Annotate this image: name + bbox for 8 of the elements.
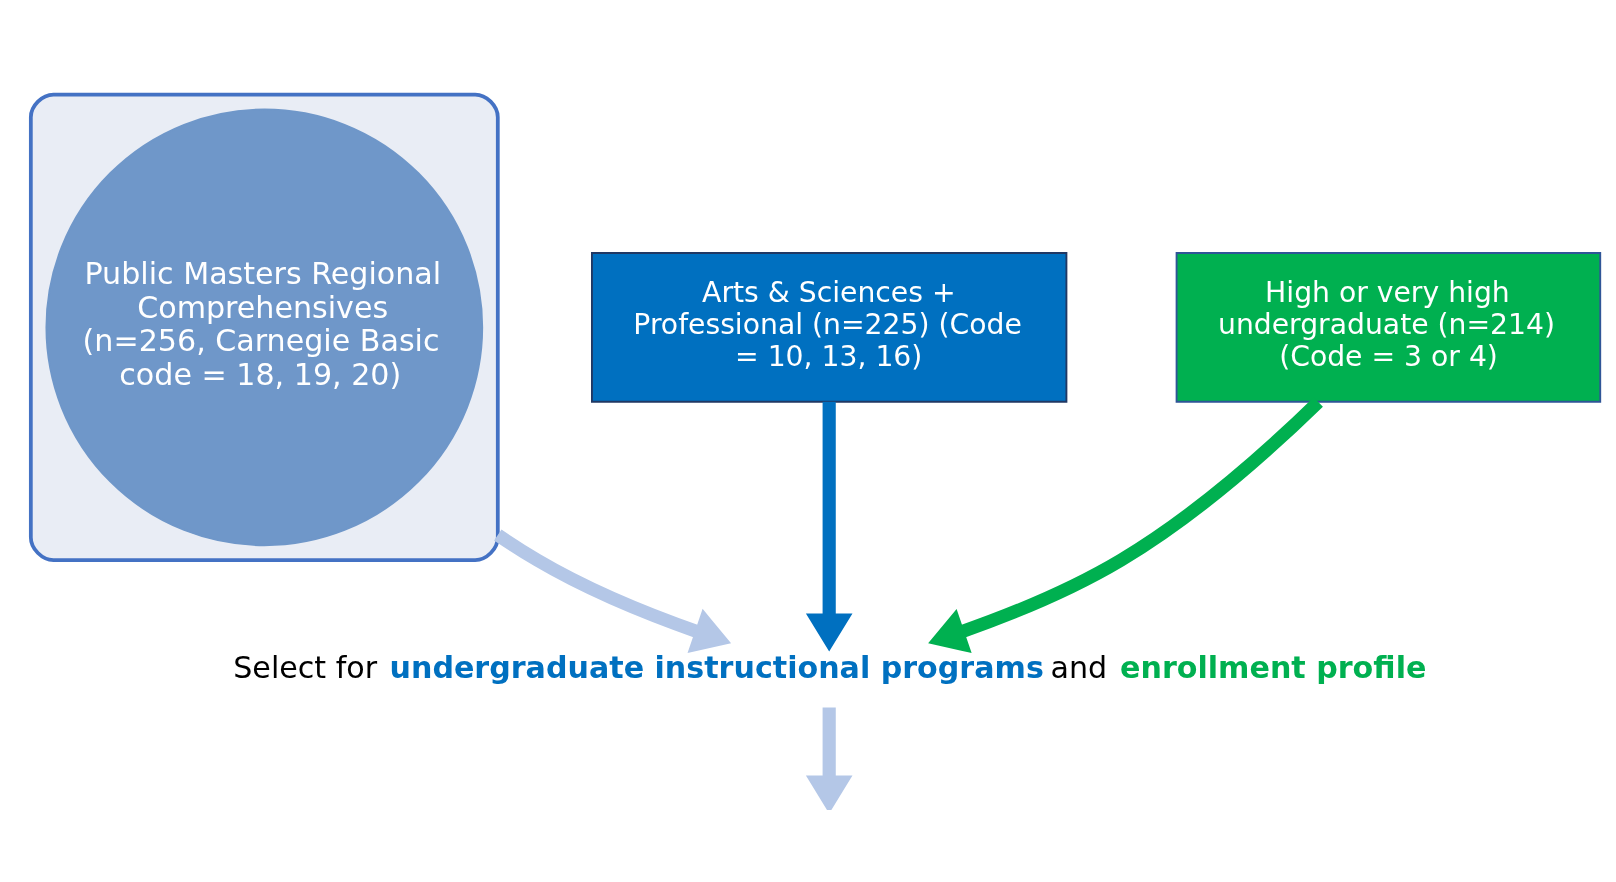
arrow [494, 529, 732, 653]
node-circle: Public Masters Regional Comprehensives (n=256, Carnegie Basic code = 18, 19, 20) [45, 108, 484, 547]
arrow [805, 401, 853, 652]
arrow [805, 707, 853, 810]
arrow [928, 397, 1323, 653]
node-box: High or very high undergraduate (n=214) (Code = 3 or 4) [1175, 252, 1602, 403]
node-box: Arts & Sciences + Professional (n=225) (Code = 10, 13, 16) [591, 252, 1068, 403]
node-text: Select for undergraduate instructional programs and enrollment profile [233, 650, 1427, 686]
